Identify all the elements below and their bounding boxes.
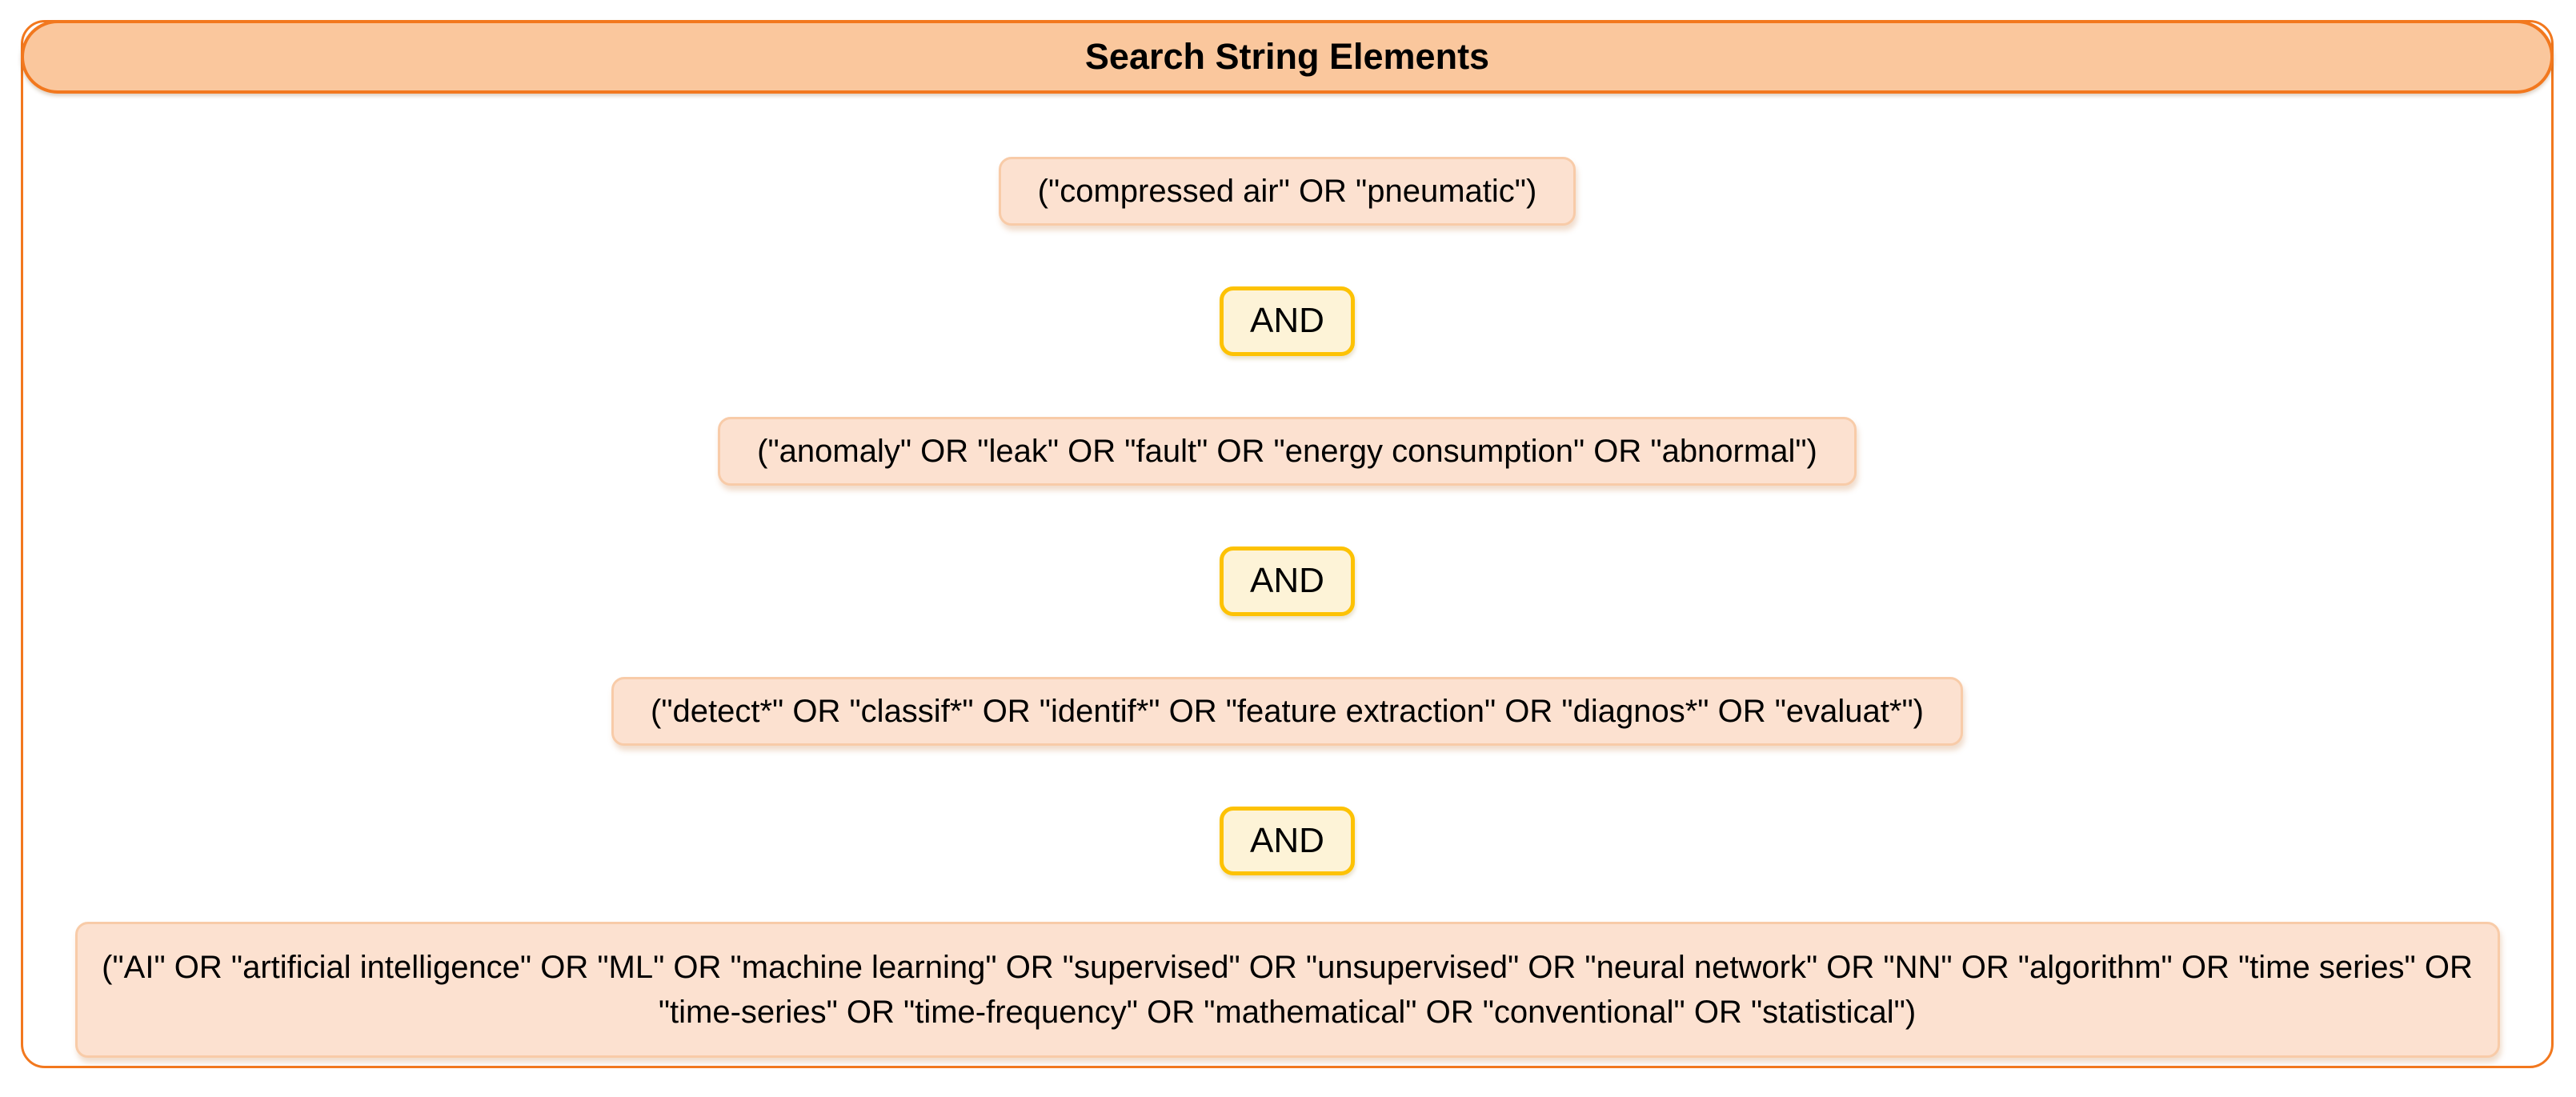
term-group-task: ("detect*" OR "classif*" OR "identif*" O… bbox=[611, 676, 1963, 746]
diagram-title: Search String Elements bbox=[1084, 36, 1490, 77]
term-group-problem: ("anomaly" OR "leak" OR "fault" OR "ener… bbox=[718, 416, 1857, 486]
diagram-frame: Search String Elements ("compressed air"… bbox=[21, 20, 2554, 1068]
and-operator-2: AND bbox=[1220, 546, 1355, 616]
diagram-header: Search String Elements bbox=[21, 20, 2554, 94]
and-operator-3: AND bbox=[1220, 806, 1355, 876]
and-operator-1: AND bbox=[1220, 286, 1355, 356]
term-group-population: ("compressed air" OR "pneumatic") bbox=[998, 157, 1576, 226]
search-string-stack: ("compressed air" OR "pneumatic") AND ("… bbox=[23, 96, 2551, 1066]
term-group-methods: ("AI" OR "artificial intelligence" OR "M… bbox=[74, 922, 2500, 1059]
